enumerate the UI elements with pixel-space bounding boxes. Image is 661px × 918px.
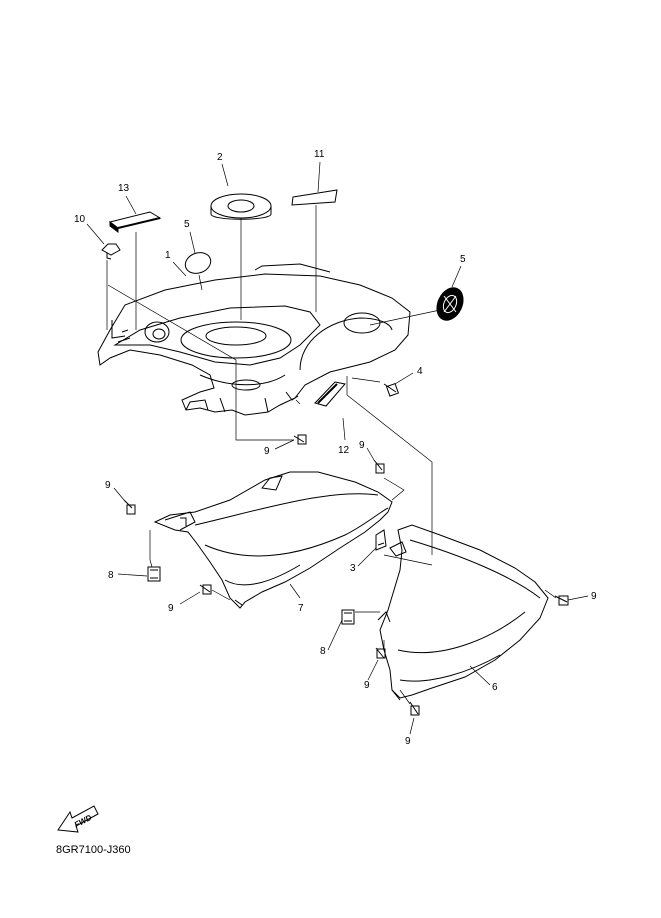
callout-9-f: 9 [364,680,370,691]
clip-part-8-left [147,566,161,582]
callout-12: 12 [338,445,350,456]
tank-cover-part-1 [97,263,411,416]
callout-6: 6 [492,682,498,693]
ring-part-2 [210,193,272,220]
callout-9-d: 9 [168,603,174,614]
fwd-arrow-icon: FWD [57,805,99,833]
emblem-part-5-left [184,252,212,274]
callout-3: 3 [350,563,356,574]
callout-5-right: 5 [460,254,466,265]
callout-8-right: 8 [320,646,326,657]
callout-9-e: 9 [591,591,597,602]
bolt-part-4 [383,382,400,397]
bracket-part-3 [375,529,387,551]
callout-11: 11 [314,149,325,160]
bolt-part-9-a [293,434,307,445]
callout-labels: 2 11 13 10 5 1 5 4 9 12 9 9 8 9 7 3 9 8 … [74,149,597,747]
label-part-12 [314,381,346,407]
emblem-part-5-right [436,287,464,321]
callout-13: 13 [118,183,130,194]
callout-10: 10 [74,214,86,225]
callout-8-left: 8 [108,570,114,581]
drawing-code: 8GR7100-J360 [56,844,131,856]
label-part-13 [108,211,162,233]
label-part-11 [291,189,338,206]
clip-part-8-right [341,609,355,625]
bolt-part-9-e [554,595,569,606]
callout-4: 4 [417,366,423,377]
clip-part-10 [101,243,121,260]
callout-9-a: 9 [264,446,270,457]
callout-7: 7 [298,603,304,614]
bolt-part-9-c [123,499,136,515]
callout-9-g: 9 [405,736,411,747]
bolt-part-9-g [409,701,420,716]
callout-2: 2 [217,152,223,163]
callout-9-b: 9 [359,440,365,451]
callout-1: 1 [165,250,171,261]
bolt-part-9-d [199,584,212,595]
side-panel-part-6 [377,524,549,701]
callout-9-c: 9 [105,480,111,491]
leader-lines [86,161,589,735]
callout-5-left: 5 [184,219,190,230]
bolt-part-9-b [373,459,385,474]
side-panel-part-7 [153,471,393,609]
